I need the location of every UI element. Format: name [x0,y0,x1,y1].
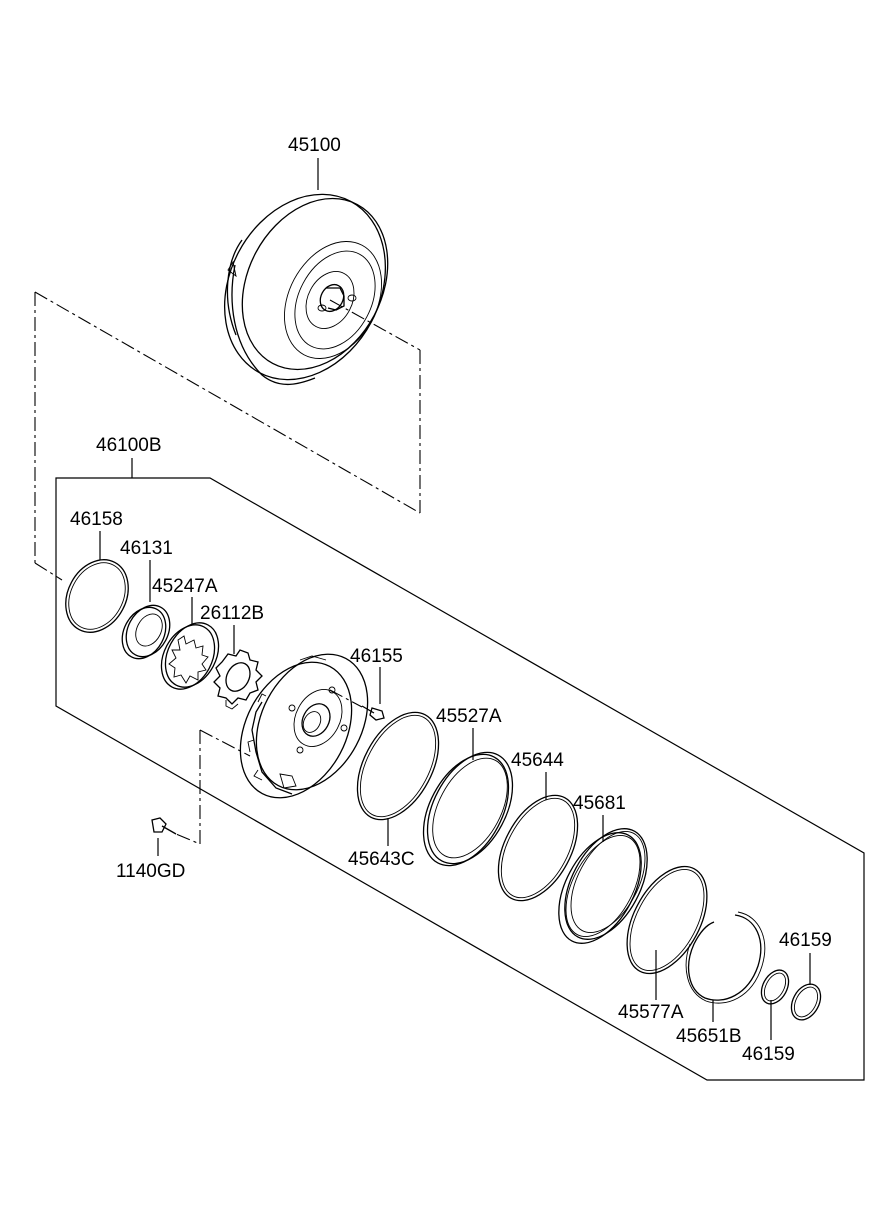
ring-45644 [497,772,579,902]
torque-converter [223,158,389,386]
label-45643C: 45643C [348,849,415,870]
bolt-1140GD [151,729,251,856]
label-46158: 46158 [70,509,123,530]
seal-ring-45643C [356,711,440,846]
oil-seal-46131 [121,560,171,660]
label-45644: 45644 [511,750,564,771]
ring-45681 [558,815,648,944]
label-45527A: 45527A [436,706,502,727]
outer-gear-45247A [160,597,220,690]
label-46159-top: 46159 [779,930,832,951]
ring-45577A [626,865,708,1000]
label-46100B: 46100B [96,435,162,456]
oil-pump-body [239,653,369,799]
ring-46159-a [790,953,822,1021]
alignment-line-upper [34,291,421,563]
label-45577A: 45577A [618,1002,684,1023]
label-1140GD: 1140GD [116,861,185,882]
bolt-46155 [329,667,385,721]
ring-46159-b [760,969,790,1040]
label-46159-bottom: 46159 [742,1044,795,1065]
alignment-line-lower [34,562,63,581]
ring-45527A [422,728,514,867]
label-46131: 46131 [120,538,173,559]
label-46155: 46155 [350,646,403,667]
label-45681: 45681 [573,793,626,814]
label-45247A: 45247A [152,576,218,597]
assembly-outline [55,477,865,1081]
label-45651B: 45651B [676,1026,742,1047]
o-ring-46158 [65,531,129,633]
label-45100: 45100 [288,135,341,156]
label-26112B: 26112B [200,603,264,624]
snap-ring-45651B [685,911,766,1022]
inner-gear-26112B [213,625,263,710]
